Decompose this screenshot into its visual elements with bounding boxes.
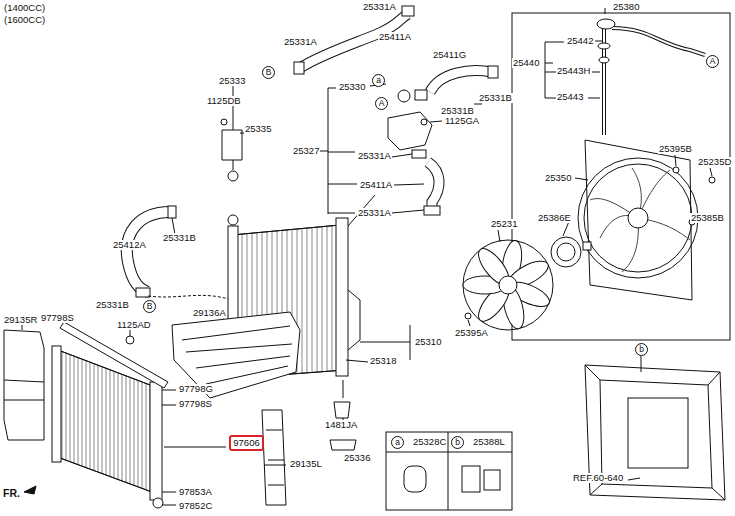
part-number: 25331B (95, 300, 130, 310)
highlighted-part-number: 97606 (229, 435, 264, 451)
part-number: 25350 (544, 173, 572, 183)
part-number: 25231 (490, 219, 518, 229)
part-number: 25411A (359, 180, 393, 190)
part-number: 29135L (289, 459, 323, 469)
reference-circle: B (143, 300, 156, 313)
part-number: 25331A (362, 2, 397, 12)
engine-note: (1400CC) (3, 3, 46, 13)
reference-circle: A (706, 55, 719, 68)
part-number: 97853A (178, 487, 213, 497)
part-number: 25386E (537, 213, 572, 223)
part-number: 97852C (178, 501, 213, 511)
part-number: 25335 (244, 124, 272, 134)
part-number: 25443H (556, 66, 591, 76)
part-number: 25442 (566, 36, 594, 46)
part-number: 1125DB (206, 96, 242, 106)
part-number: 25380 (612, 2, 640, 12)
direction-label: FR. (2, 488, 21, 499)
part-number: 1125GA (444, 116, 480, 126)
part-number: 97798S (40, 313, 75, 323)
part-number: 25331A (357, 208, 392, 218)
circle-letter: b (639, 345, 644, 354)
part-number: 25385B (690, 213, 725, 223)
circle-letter: B (266, 68, 272, 77)
part-number: 25331B (478, 93, 513, 103)
part-number: 25318 (369, 356, 397, 366)
circle-letter: a (376, 76, 381, 85)
reference-circle: a (391, 436, 404, 449)
part-number: 25336 (343, 453, 371, 463)
part-number: 25395B (658, 144, 693, 154)
part-number: 25412A (112, 240, 147, 250)
circle-letter: b (455, 438, 460, 447)
part-number: 25331B (162, 233, 197, 243)
part-number: 1125AD (116, 320, 152, 330)
reference-circle: b (635, 343, 648, 356)
reference-note: REF.60-640 (572, 473, 624, 483)
part-number: 97606 (233, 438, 259, 448)
part-number: 25310 (414, 337, 442, 347)
reference-circle: A (375, 97, 388, 110)
part-number: 25327 (292, 146, 320, 156)
reference-circle: B (262, 66, 275, 79)
part-number: 25411G (432, 50, 467, 60)
engine-note: (1600CC) (3, 15, 46, 25)
part-number: 25411A (378, 32, 412, 42)
reference-circle: b (451, 436, 464, 449)
part-number: 25443 (556, 92, 584, 102)
part-number: 25235D (697, 157, 732, 167)
part-number: 25331B (440, 106, 475, 116)
part-number: 25328C (412, 437, 447, 447)
circle-letter: A (710, 57, 716, 66)
part-number: 25333 (218, 76, 246, 86)
part-number: 25330 (338, 82, 366, 92)
reference-circle: a (372, 74, 385, 87)
circle-letter: a (395, 438, 400, 447)
part-number: 25388L (472, 437, 506, 447)
part-number: 1481JA (324, 420, 358, 430)
part-number: 25331A (357, 151, 392, 161)
part-number: 97798G (178, 384, 214, 394)
part-number: 97798S (178, 399, 213, 409)
part-number: 25395A (454, 328, 489, 338)
circle-letter: B (147, 302, 153, 311)
part-number: 25331A (283, 37, 318, 47)
part-number: 25440 (512, 58, 540, 68)
part-number: 29136A (192, 308, 227, 318)
circle-letter: A (379, 99, 385, 108)
part-number: 29135R (3, 315, 38, 325)
